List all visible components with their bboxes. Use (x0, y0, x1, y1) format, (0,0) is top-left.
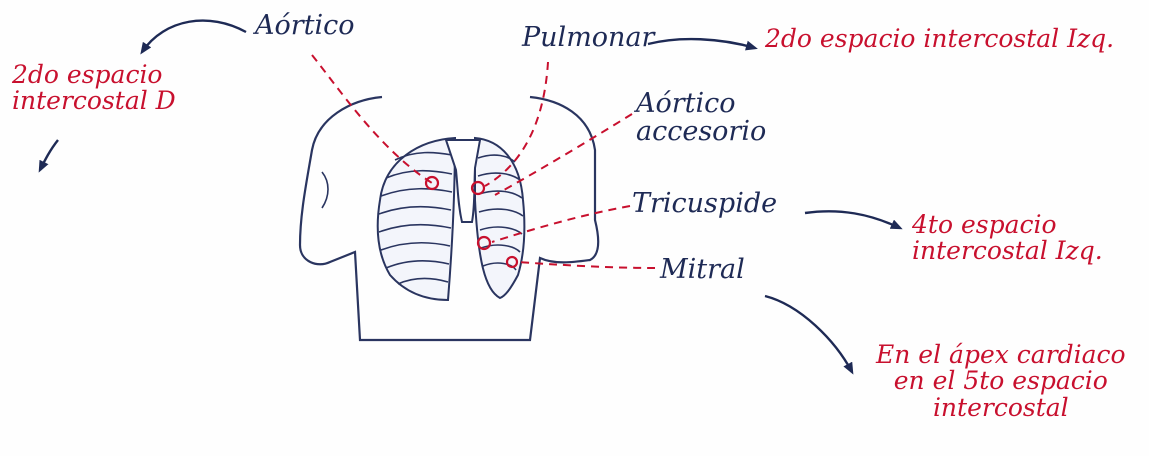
right-lung (475, 138, 524, 298)
shoulder-mark (322, 172, 328, 208)
left-lung (378, 138, 455, 300)
label-mitral: Mitral (660, 256, 745, 284)
label-pulmonar: Pulmonar (522, 24, 654, 52)
label-tricuspide: Tricuspide (632, 190, 777, 218)
label-aortico: Aórtico (255, 12, 355, 40)
note-pulmonar-location: 2do espacio intercostal Izq. (765, 26, 1114, 52)
note-aortico-location: 2do espacio intercostal D (12, 62, 176, 115)
label-aortico-accesorio: Aórtico accesorio (636, 90, 766, 147)
note-tricuspide-location: 4to espacio intercostal Izq. (912, 212, 1103, 265)
note-mitral-location: En el ápex cardiaco en el 5to espacio in… (876, 342, 1126, 421)
